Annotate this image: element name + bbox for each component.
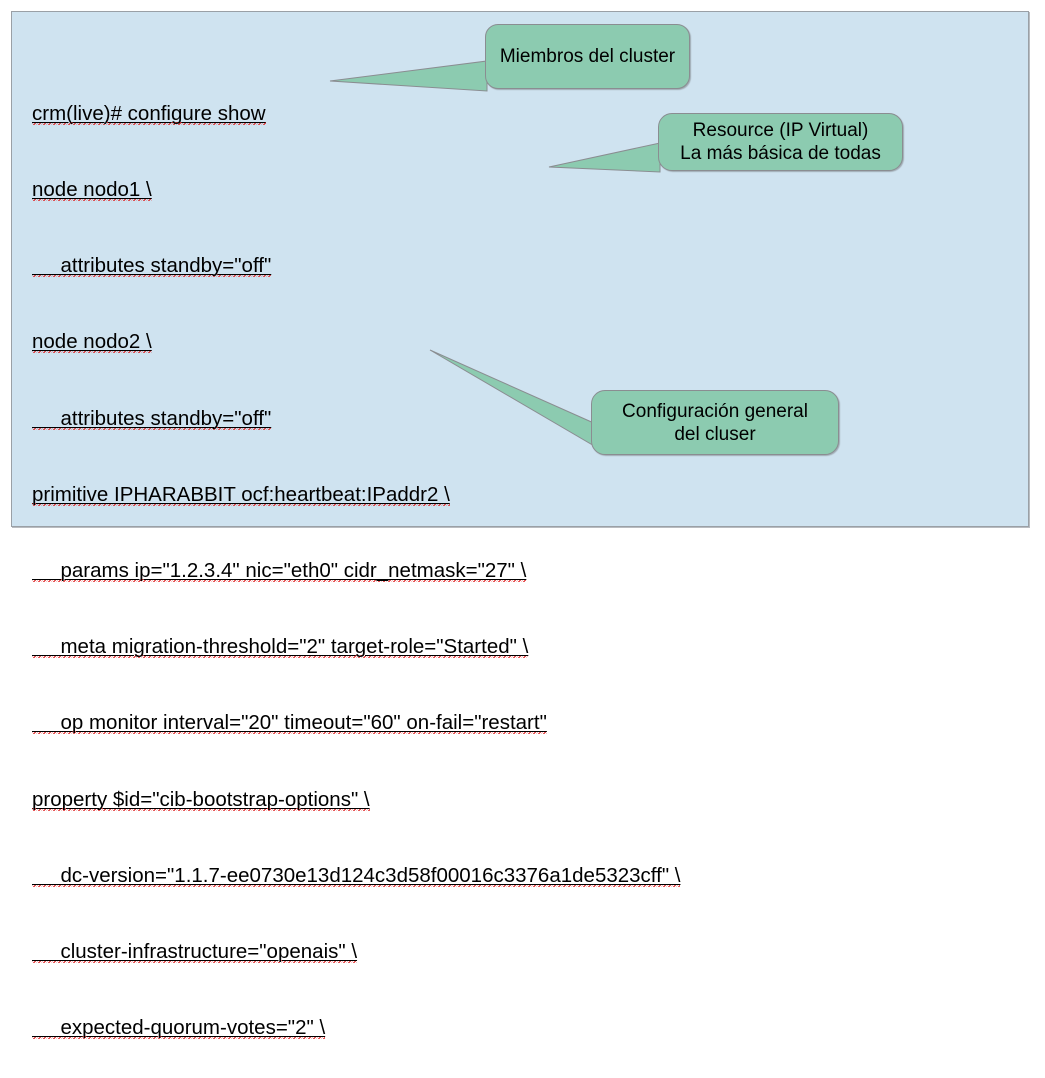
terminal-line: cluster-infrastructure="openais" \ xyxy=(32,939,680,964)
terminal-line: node nodo1 \ xyxy=(32,177,680,202)
terminal-line: crm(live)# configure show xyxy=(32,101,680,126)
terminal-line: primitive IPHARABBIT ocf:heartbeat:IPadd… xyxy=(32,482,680,507)
terminal-line: dc-version="1.1.7-ee0730e13d124c3d58f000… xyxy=(32,863,681,888)
callout-resource: Resource (IP Virtual) La más básica de t… xyxy=(658,113,903,171)
terminal-line-text: node nodo1 \ xyxy=(32,178,152,202)
callout-config-text-line1: Configuración general xyxy=(622,400,808,422)
terminal-line-text: expected-quorum-votes="2" \ xyxy=(32,1016,326,1040)
terminal-line: expected-quorum-votes="2" \ xyxy=(32,1015,680,1040)
callout-resource-text-line2: La más básica de todas xyxy=(680,143,881,164)
terminal-line-text: attributes standby="off" xyxy=(32,254,272,278)
terminal-line-text: cluster-infrastructure="openais" \ xyxy=(32,940,358,964)
callout-cluster-members: Miembros del cluster xyxy=(485,24,690,89)
terminal-line: node nodo2 \ xyxy=(32,329,680,354)
terminal-line: attributes standby="off" xyxy=(32,253,680,278)
terminal-line-text: attributes standby="off" xyxy=(32,406,272,430)
terminal-line-text: meta migration-threshold="2" target-role… xyxy=(32,635,529,659)
terminal-line: attributes standby="off" xyxy=(32,406,680,431)
callout-config-text-line2: del cluser xyxy=(674,423,756,445)
terminal-line-text: params ip="1.2.3.4" nic="eth0" cidr_netm… xyxy=(32,559,527,583)
terminal-line: meta migration-threshold="2" target-role… xyxy=(32,634,680,659)
terminal-line-text: primitive IPHARABBIT ocf:heartbeat:IPadd… xyxy=(32,482,450,506)
terminal-line-text: op monitor interval="20" timeout="60" on… xyxy=(32,711,547,735)
terminal-line-text: crm(live)# configure show xyxy=(32,101,266,125)
terminal-line: params ip="1.2.3.4" nic="eth0" cidr_netm… xyxy=(32,558,680,583)
callout-resource-text-line1: Resource (IP Virtual) xyxy=(692,120,869,141)
callout-general-config: Configuración general del cluser xyxy=(591,390,839,455)
terminal-line-text: property $id="cib-bootstrap-options" \ xyxy=(32,787,370,811)
terminal-output: crm(live)# configure show node nodo1 \ a… xyxy=(32,50,681,1078)
terminal-line: property $id="cib-bootstrap-options" \ xyxy=(32,787,680,812)
terminal-line: op monitor interval="20" timeout="60" on… xyxy=(32,710,680,735)
terminal-line-text: node nodo2 \ xyxy=(32,330,152,354)
terminal-line-text: dc-version="1.1.7-ee0730e13d124c3d58f000… xyxy=(32,863,681,887)
callout-members-text-line1: Miembros del cluster xyxy=(499,46,676,67)
